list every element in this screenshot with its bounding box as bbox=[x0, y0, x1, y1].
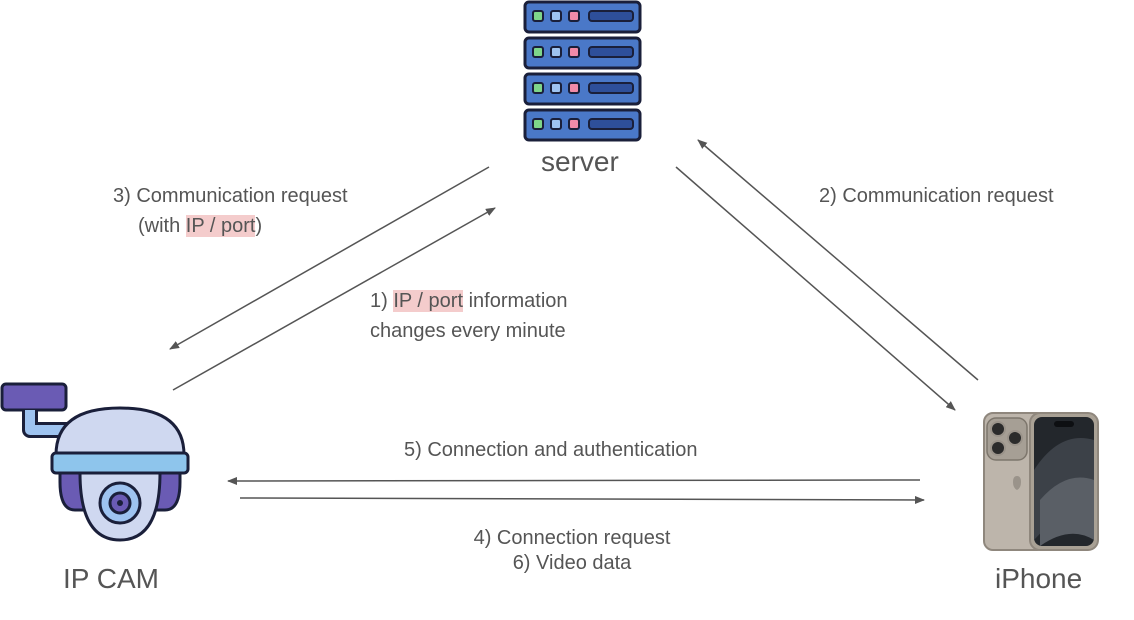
camera-icon bbox=[0, 382, 190, 542]
arrow-server-to-phone bbox=[675, 166, 956, 411]
step2-label: 2) Communication request bbox=[819, 185, 1054, 207]
step3-ip-port-highlight: IP / port bbox=[185, 215, 256, 237]
server-label: server bbox=[541, 146, 619, 177]
step1-suffix: information bbox=[463, 290, 568, 312]
server-rack-unit bbox=[523, 108, 642, 142]
arrows bbox=[169, 139, 979, 504]
step1-line1: 1) IP / port information bbox=[370, 286, 568, 316]
step5-label: 5) Connection and authentication bbox=[404, 439, 698, 461]
step3-suffix: ) bbox=[255, 215, 263, 237]
arrow-camera-to-phone bbox=[239, 495, 925, 504]
server-rack-unit bbox=[523, 72, 642, 106]
step4-label: 4) Connection request bbox=[473, 527, 671, 549]
step1-ip-port-highlight: IP / port bbox=[393, 290, 464, 312]
server-icon bbox=[523, 0, 642, 142]
server-rack-unit bbox=[523, 0, 642, 34]
camera-label: IP CAM bbox=[63, 563, 159, 594]
step1-label: 1) IP / port information changes every m… bbox=[370, 286, 568, 346]
server-rack-unit bbox=[523, 36, 642, 70]
phone-label: iPhone bbox=[995, 563, 1083, 594]
step3-prefix: (with bbox=[138, 215, 186, 237]
arrow-server-to-camera bbox=[169, 166, 490, 350]
arrow-phone-to-camera bbox=[227, 476, 921, 485]
phone-icon bbox=[983, 412, 1099, 551]
arrow-phone-to-server bbox=[697, 139, 979, 381]
step4-6-label: 4) Connection request 6) Video data bbox=[452, 523, 692, 578]
step1-prefix: 1) bbox=[370, 290, 394, 312]
step3-label: 3) Communication request (with IP / port… bbox=[113, 181, 348, 241]
step1-line2: changes every minute bbox=[370, 320, 566, 342]
arrow-camera-to-server bbox=[172, 207, 496, 391]
step6-label: 6) Video data bbox=[512, 552, 632, 574]
step3-line1: 3) Communication request bbox=[113, 185, 348, 207]
step3-line2: (with IP / port) bbox=[113, 211, 348, 241]
